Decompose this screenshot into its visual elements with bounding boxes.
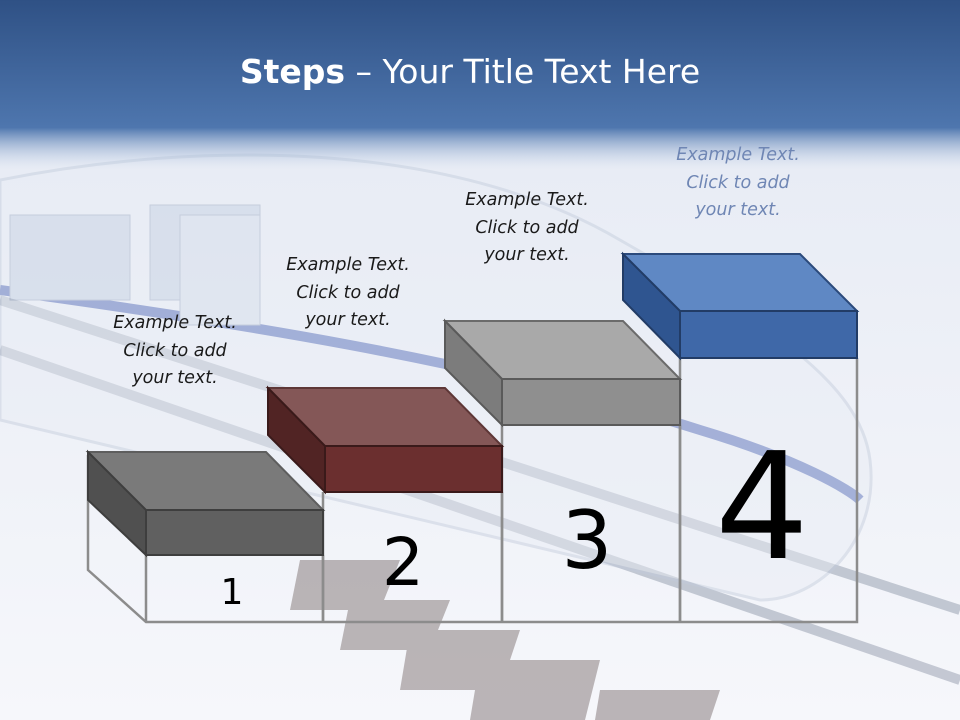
caption-line: your text. (484, 245, 570, 265)
caption-line: your text. (695, 200, 781, 220)
step-3-number: 3 (562, 494, 613, 587)
title-bold: Steps (239, 52, 346, 91)
caption-line: Click to add (475, 217, 579, 238)
page-title: Steps – Your Title Text Here (0, 52, 940, 91)
step-3-block[interactable] (442, 318, 683, 428)
caption-line: Click to add (123, 340, 227, 361)
step-4-number: 4 (715, 421, 809, 593)
caption-line: your text. (132, 368, 218, 388)
title-rest: – Your Title Text Here (345, 52, 701, 91)
caption-line: Example Text. (286, 255, 410, 275)
step-3-caption[interactable]: Example Text. Click to add your text. (427, 187, 627, 270)
step-1-number: 1 (221, 572, 244, 613)
caption-line: Example Text. (465, 190, 589, 210)
step-2-caption[interactable]: Example Text. Click to add your text. (248, 252, 448, 335)
caption-line: Click to add (686, 172, 790, 193)
step-1-caption[interactable]: Example Text. Click to add your text. (75, 310, 275, 393)
rail-tracks (0, 295, 960, 720)
step-2-block[interactable] (265, 385, 505, 495)
caption-line: your text. (305, 310, 391, 330)
caption-line: Example Text. (113, 313, 237, 333)
step-4-block[interactable] (620, 251, 860, 361)
step-1-block[interactable] (85, 449, 326, 558)
step-2-number: 2 (382, 524, 424, 601)
header-band (0, 0, 960, 170)
caption-line: Example Text. (676, 145, 800, 165)
caption-line: Click to add (296, 282, 400, 303)
step-4-caption[interactable]: Example Text. Click to add your text. (638, 142, 838, 225)
